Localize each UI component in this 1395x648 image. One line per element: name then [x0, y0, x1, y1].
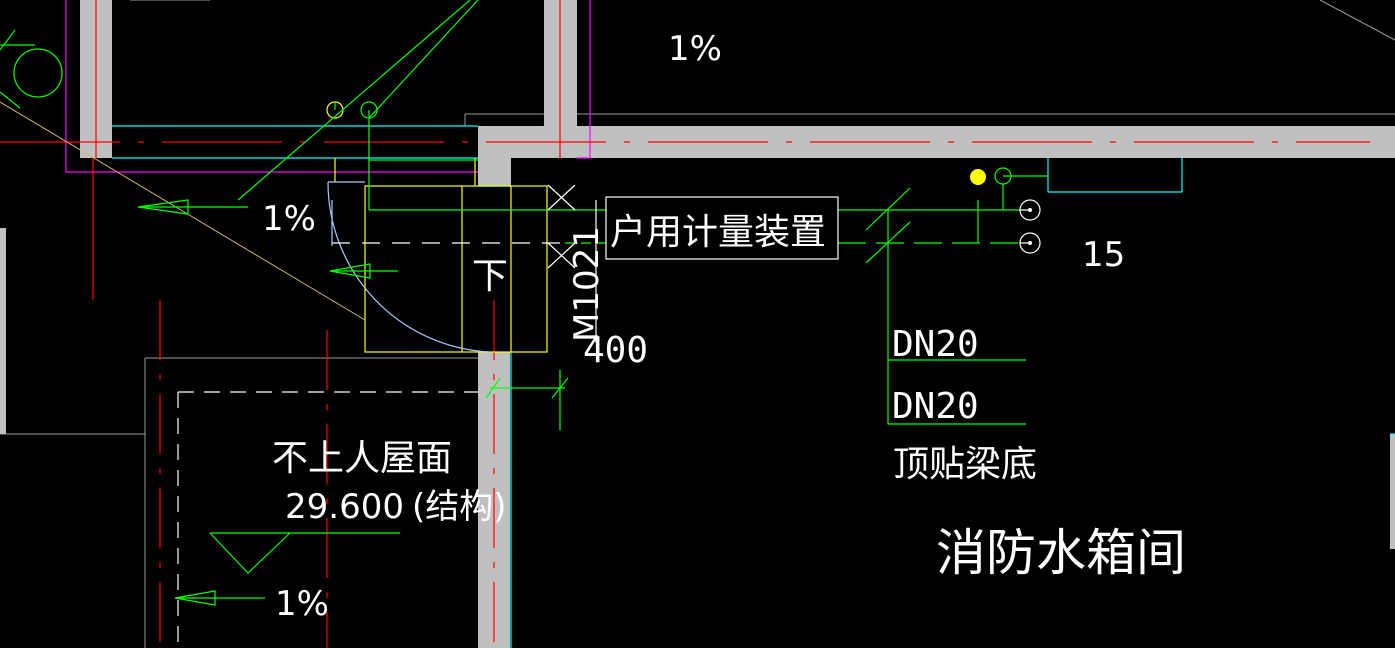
door-tag: M1021 [567, 226, 607, 342]
yellow-dot [970, 169, 986, 185]
room-name: 消防水箱间 [936, 524, 1186, 582]
slope-label-bottom: 1% [275, 584, 329, 624]
roof-elevation: 29.600 [285, 487, 404, 527]
pipe-size-label-1: DN20 [892, 324, 979, 365]
cyan-outlines [112, 125, 1395, 648]
wall-corner [478, 126, 511, 186]
meter-device-label: 户用计量装置 [610, 212, 826, 253]
door-opening [0, 101, 548, 353]
pipe-note: 顶贴梁底 [893, 444, 1037, 485]
wall-top-horizontal [478, 126, 1395, 158]
outlet-circle-upper [1019, 199, 1041, 221]
outlet-circle-lower [1019, 232, 1041, 254]
outlet-number: 15 [1082, 235, 1125, 275]
pipe-size-label-2: DN20 [892, 386, 979, 427]
centerline [177, 184, 1041, 648]
wall-far-left-stub [0, 228, 6, 434]
slope-label-left: 1% [262, 199, 316, 239]
meter-device-box [605, 196, 839, 260]
pipe-circle-left [13, 48, 63, 98]
roof-label: 不上人屋面 [272, 438, 452, 479]
dimension-400: 400 [583, 330, 648, 371]
door-frame [364, 185, 548, 353]
down-label: 下 [472, 256, 508, 297]
roof-elevation-note: (结构) [412, 487, 507, 527]
door-swing [327, 181, 491, 353]
pipe-node [994, 167, 1012, 185]
wall-far-right-stub [1390, 434, 1395, 549]
magenta-boundaries [65, 0, 591, 173]
water-pipes [0, 0, 1048, 606]
slope-label-top: 1% [668, 29, 722, 69]
